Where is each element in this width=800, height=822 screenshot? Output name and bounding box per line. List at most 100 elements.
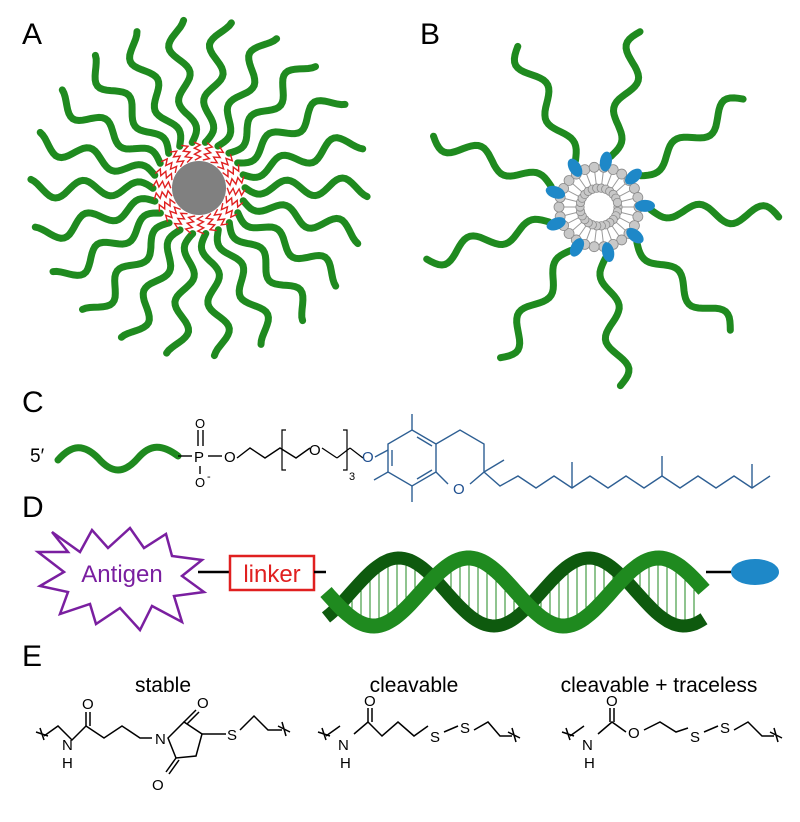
zigzag-linker	[160, 157, 178, 174]
dna-strand	[31, 195, 159, 242]
lipid-tail	[618, 216, 632, 225]
dna-strand	[241, 174, 371, 201]
lipid-anchor-ring	[545, 151, 655, 262]
charge-minus: -	[207, 471, 211, 483]
lipid-anchor	[634, 199, 655, 212]
lipid-head-outer	[588, 241, 600, 253]
dna-strand	[163, 230, 198, 357]
lipid-anchor	[569, 238, 585, 257]
lipid-tail	[594, 228, 597, 243]
lipid-tail	[620, 197, 635, 203]
panel-letter-a: A	[22, 18, 42, 51]
lipid-anchor	[626, 227, 644, 244]
dna-strand	[430, 132, 555, 190]
dna-strand	[239, 134, 367, 181]
lipid-head-outer	[563, 228, 575, 239]
stable-amide-n: N	[62, 737, 73, 754]
lipid-anchor	[599, 151, 612, 172]
dna-strand-corona	[423, 28, 783, 390]
zigzag-linker	[217, 154, 234, 171]
dna-strand	[239, 197, 362, 248]
cleavable-amide-h: H	[340, 755, 351, 772]
dna-strand	[423, 215, 553, 269]
cleavable-carbonyl-o: O	[364, 693, 376, 710]
lipid-anchor	[545, 185, 566, 199]
cleavable-sulfur-2: S	[460, 720, 470, 737]
lipid-tail	[566, 189, 580, 198]
zigzag-linker	[153, 189, 173, 200]
dna-strand	[633, 239, 734, 334]
lipid-head-outer	[616, 168, 628, 180]
lipid-tail	[578, 177, 587, 190]
dna-strand	[117, 226, 184, 341]
dna-strand	[200, 19, 235, 146]
oxygen-double-bond: O	[195, 416, 205, 431]
dna-strand	[197, 230, 233, 360]
cleavable-sulfur-1: S	[430, 729, 440, 746]
dna-strand	[79, 219, 173, 313]
dna-strand	[596, 255, 633, 390]
oxygen-anion: O	[195, 475, 205, 490]
lipid-anchor	[731, 559, 779, 585]
five-prime-label: 5′	[30, 446, 45, 467]
tocopherol-structure	[373, 414, 771, 502]
ether-oxygen: O	[362, 449, 374, 466]
zigzag-linker	[152, 179, 172, 190]
phosphate-ester-oxygen: O	[224, 449, 236, 466]
lipid-tail	[578, 224, 587, 237]
dna-strand	[214, 35, 281, 150]
zigzag-linker	[173, 212, 188, 230]
dna-strand	[225, 219, 307, 325]
traceless-ester-o: O	[628, 725, 640, 742]
dna-strand	[510, 42, 580, 165]
dna-strand	[225, 63, 319, 157]
dna-strand-corona	[27, 16, 371, 360]
zigzag-linker	[222, 164, 240, 179]
backbone-strand	[320, 550, 710, 634]
lipid-head-outer	[563, 175, 575, 186]
stable-thioether-s: S	[227, 727, 237, 744]
dna-strand	[58, 86, 164, 167]
lipid-tail	[566, 216, 580, 225]
zigzag-linker	[204, 213, 217, 232]
lipid-tail	[611, 224, 620, 237]
zigzag-linker	[192, 141, 203, 161]
zigzag-linker	[181, 144, 194, 163]
chroman-oxygen: O	[453, 481, 465, 498]
lipid-tail	[563, 197, 578, 203]
stable-imide-n: N	[155, 731, 166, 748]
peg-repeat-bracket	[281, 429, 364, 471]
lipid-head-outer	[553, 201, 565, 213]
dna-strand	[213, 226, 272, 348]
lipid-head-outer	[616, 234, 628, 246]
lipid-anchor	[601, 242, 615, 262]
lipid-tail	[585, 227, 592, 241]
zigzag-linker	[202, 142, 214, 161]
lipid-tail	[571, 221, 583, 232]
structure-cleavable: O N H S S	[317, 693, 521, 772]
caption-stable: stable	[135, 674, 191, 697]
panel-d-antigen-conjugate: Antigen linker	[34, 526, 779, 634]
dna-strand	[234, 209, 340, 290]
panel-b-liposomal-nucleic-acid	[423, 28, 783, 390]
lipid-tail	[571, 182, 583, 193]
lipid-tail	[615, 221, 627, 232]
lipid-tail	[606, 227, 613, 241]
traceless-amide-h: H	[584, 755, 595, 772]
peg-oxygen: O	[309, 442, 321, 459]
lipid-tail	[601, 171, 604, 186]
dna-strand	[27, 175, 157, 202]
dna-strand	[49, 209, 164, 279]
zigzag-linker	[154, 167, 173, 181]
nanoparticle-core	[172, 161, 226, 215]
panel-letter-d: D	[22, 491, 44, 524]
lipid-anchor	[567, 158, 583, 177]
antigen-burst	[34, 526, 208, 633]
lipid-tail	[620, 211, 635, 217]
zigzag-linker	[164, 205, 181, 222]
dna-strand	[607, 28, 644, 160]
lipid-tail	[611, 177, 620, 190]
dna-strand	[91, 51, 173, 157]
dna-strand	[36, 128, 159, 179]
